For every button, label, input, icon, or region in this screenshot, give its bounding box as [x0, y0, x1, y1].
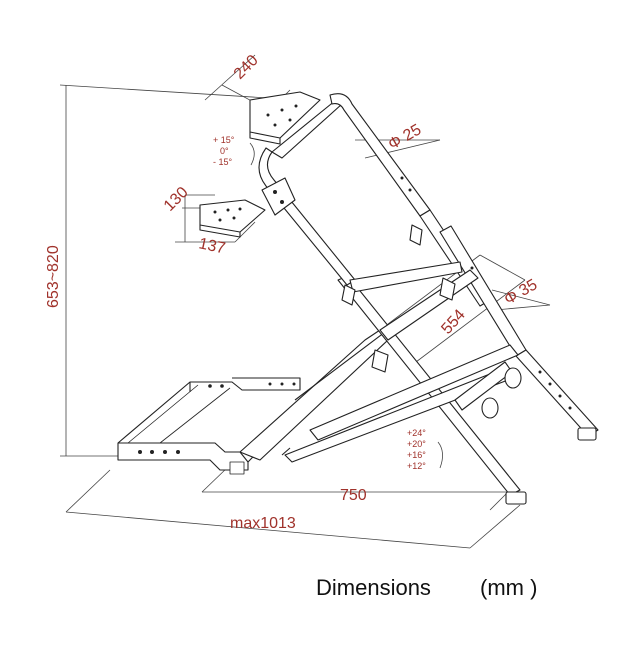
angle-wheel-minus15: - 15°: [213, 157, 233, 167]
pedal-base-plate: [117, 442, 249, 471]
dim-height-range: 653~820: [45, 245, 62, 308]
stand-frame: [117, 91, 599, 505]
angle-pedal-24: +24°: [407, 428, 426, 438]
angle-pedal-16: +16°: [407, 450, 426, 460]
dim-max-length: max1013: [230, 515, 296, 532]
angle-wheel-0: 0°: [220, 146, 229, 156]
dim-shifter-width: 137: [197, 235, 227, 257]
dim-plate-width: 240: [231, 52, 262, 83]
angle-wheel-plus15: + 15°: [213, 135, 235, 145]
dim-lower-length: 554: [438, 306, 469, 337]
caption-title: Dimensions: [316, 575, 431, 600]
caption-unit: (mm ): [480, 575, 538, 600]
angle-pedal-12: +12°: [407, 461, 426, 471]
dim-tube-bottom: Φ 35: [502, 276, 541, 308]
angle-pedal-20: +20°: [407, 439, 426, 449]
angle-arcs: [249, 142, 443, 469]
dim-shifter-depth: 130: [161, 184, 192, 215]
holes: [138, 104, 572, 454]
wheel-plate: [249, 91, 321, 139]
shifter-plate: [199, 199, 266, 233]
dim-base-length: 750: [340, 487, 367, 504]
